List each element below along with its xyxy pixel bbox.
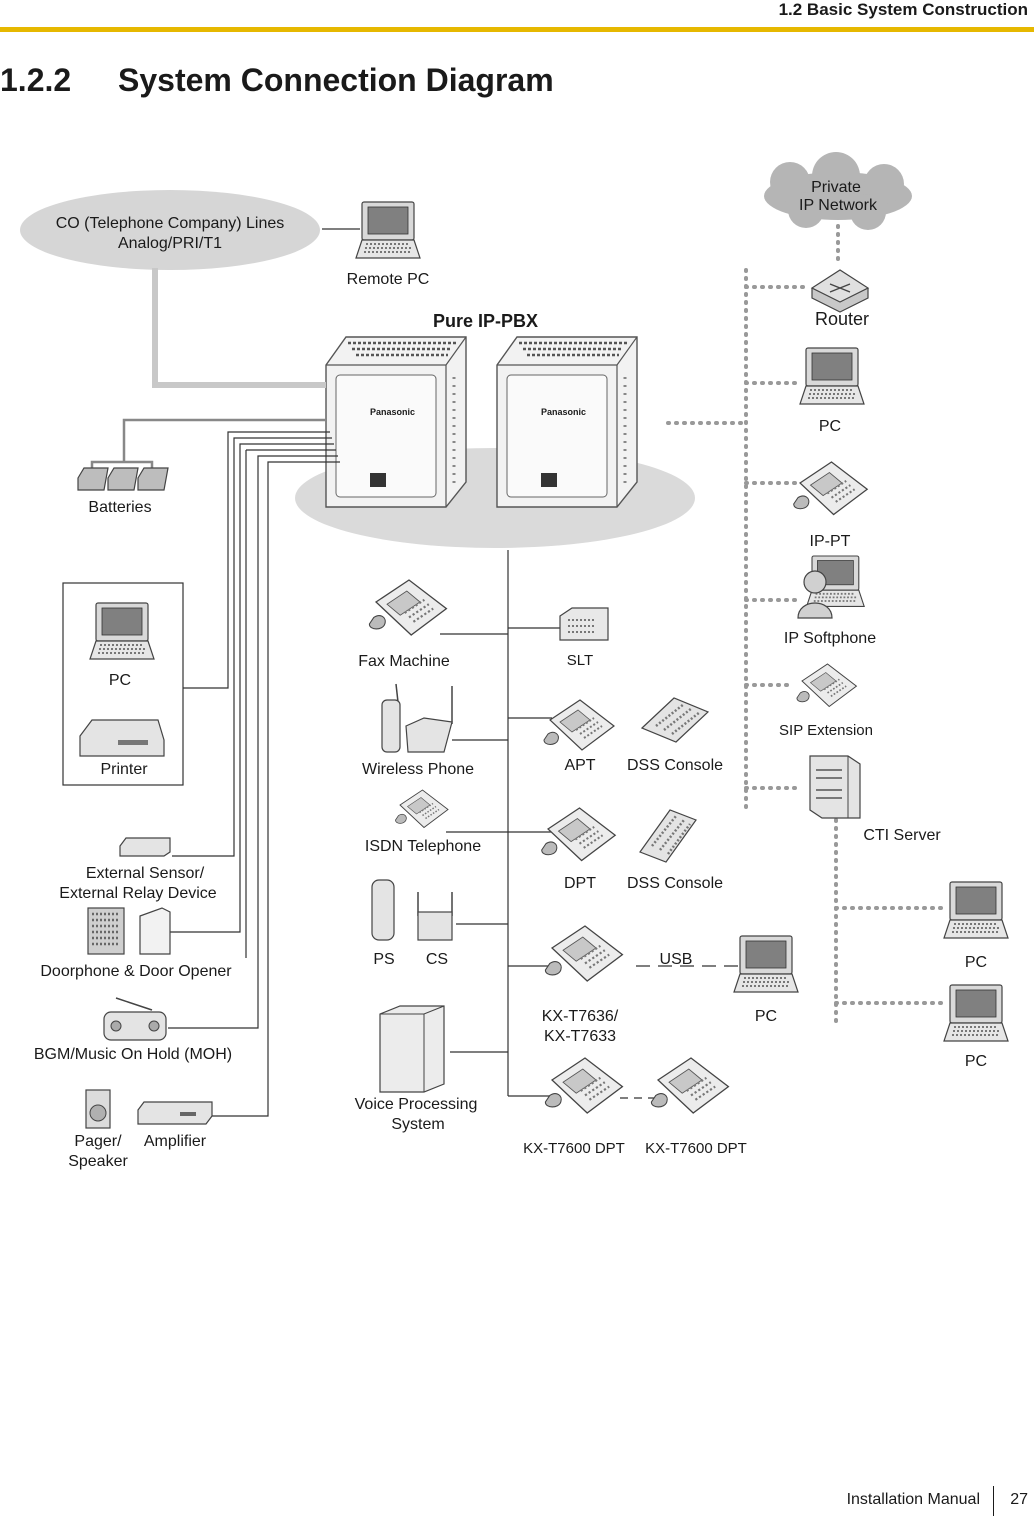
remote-pc-icon <box>355 201 421 259</box>
slt-label: SLT <box>567 652 593 669</box>
pager-label: Pager/ <box>74 1133 122 1150</box>
pbx-brand-label: Panasonic <box>541 407 586 417</box>
ps-label: PS <box>373 951 394 968</box>
cti-pc-2-label: PC <box>965 1053 987 1070</box>
voice-processing-label: Voice Processing <box>355 1096 478 1113</box>
co-lines-bubble <box>20 190 320 270</box>
usb-label: USB <box>660 951 693 968</box>
isdn-telephone-label: ISDN Telephone <box>365 838 481 855</box>
section-number: 1.2.2 <box>0 62 72 98</box>
cs-base-icon <box>417 892 453 941</box>
dss-console-label: DSS Console <box>627 757 723 774</box>
dss-console-label: DSS Console <box>627 875 723 892</box>
kx-t7633-label: KX-T7633 <box>544 1028 616 1045</box>
remote-pc-label: Remote PC <box>347 271 430 288</box>
kx-t7600-dpt-icon <box>650 1056 730 1115</box>
fax-machine-icon <box>368 578 448 637</box>
footer-manual-label: Installation Manual <box>846 1491 980 1508</box>
header-rule <box>0 27 1034 32</box>
pbx-cabinet-2: Panasonic <box>495 335 639 509</box>
cti-server-label: CTI Server <box>863 827 941 844</box>
kx-t7600-dpt-label: KX-T7600 DPT <box>523 1140 625 1157</box>
cti-pc-1-icon <box>943 881 1009 939</box>
pbx-brand-label: Panasonic <box>370 407 415 417</box>
doorphone-icon <box>87 907 125 955</box>
apt-label: APT <box>564 757 595 774</box>
pc-icon <box>799 347 865 405</box>
wireless-phone-label: Wireless Phone <box>362 761 474 778</box>
bgm-radio-icon <box>103 997 167 1041</box>
cti-pc-2-icon <box>943 984 1009 1042</box>
battery-connection <box>122 418 326 462</box>
co-lines-type-label: Analog/PRI/T1 <box>118 235 222 252</box>
dpt-icon <box>540 806 617 862</box>
private-network-label-2: IP Network <box>799 197 878 214</box>
printer-label: Printer <box>100 761 148 778</box>
wireless-phone-icon <box>381 683 453 753</box>
kx-t7600-dpt-label: KX-T7600 DPT <box>645 1140 747 1157</box>
section-heading: 1.2.2 System Connection Diagram <box>0 62 554 99</box>
doorphone-label: Doorphone & Door Opener <box>40 963 232 980</box>
speaker-label: Speaker <box>68 1153 128 1170</box>
usb-pc-label: PC <box>755 1008 777 1025</box>
section-title: System Connection Diagram <box>118 62 554 98</box>
ip-network-lines <box>666 224 946 1030</box>
batteries-icon <box>77 467 169 491</box>
co-lines-label: CO (Telephone Company) Lines <box>56 215 285 232</box>
bgm-label: BGM/Music On Hold (MOH) <box>34 1046 232 1063</box>
sip-extension-label: SIP Extension <box>779 722 873 739</box>
isdn-telephone-icon <box>394 789 449 829</box>
cs-label: CS <box>426 951 448 968</box>
private-network-label: Private <box>811 179 861 196</box>
private-network-cloud <box>764 152 912 230</box>
ip-softphone-label: IP Softphone <box>784 630 876 647</box>
kx-t7600-dpt-icon <box>544 1056 624 1115</box>
pc-printer-group <box>62 582 184 786</box>
external-relay-label: External Relay Device <box>59 885 217 902</box>
pc-label: PC <box>819 418 841 435</box>
running-header: 1.2 Basic System Construction <box>778 0 1028 19</box>
dss-console-icon <box>639 809 697 863</box>
batteries-label: Batteries <box>88 499 151 516</box>
pbx-label: Pure IP-PBX <box>433 311 538 331</box>
sip-extension-icon <box>796 663 858 708</box>
router-label: Router <box>815 309 869 329</box>
cti-server-icon <box>809 755 861 819</box>
cti-pc-1-label: PC <box>965 954 987 971</box>
printer-icon <box>79 719 165 757</box>
ps-handset-icon <box>371 879 395 941</box>
ip-pt-icon <box>792 460 869 516</box>
apt-icon <box>543 699 615 751</box>
kx-t7636-icon <box>544 924 624 983</box>
footer-divider <box>993 1486 994 1516</box>
dss-console-icon <box>640 697 710 743</box>
kx-t7636-label: KX-T7636/ <box>542 1008 619 1025</box>
pbx-cabinet-1: Panasonic <box>324 335 468 509</box>
external-sensor-icon <box>119 837 171 857</box>
slt-icon <box>559 607 609 641</box>
pc-label: PC <box>109 672 131 689</box>
external-sensor-label: External Sensor/ <box>86 865 205 882</box>
ip-pt-label: IP-PT <box>810 533 851 550</box>
door-opener-icon <box>139 907 171 955</box>
left-wiring <box>168 431 340 1117</box>
fax-machine-label: Fax Machine <box>358 653 450 670</box>
co-line-connection <box>152 268 326 388</box>
dpt-label: DPT <box>564 875 596 892</box>
pc-icon <box>89 602 155 660</box>
speaker-icon <box>85 1089 111 1129</box>
center-wiring <box>440 550 740 1099</box>
router-icon <box>810 269 870 313</box>
usb-pc-icon <box>733 935 799 993</box>
voice-processing-icon <box>379 1005 445 1093</box>
page-number: 27 <box>1010 1491 1028 1508</box>
voice-processing-system-label: System <box>391 1116 444 1133</box>
headset-user-icon <box>797 570 833 619</box>
amplifier-label: Amplifier <box>144 1133 207 1150</box>
amplifier-icon <box>137 1101 213 1125</box>
